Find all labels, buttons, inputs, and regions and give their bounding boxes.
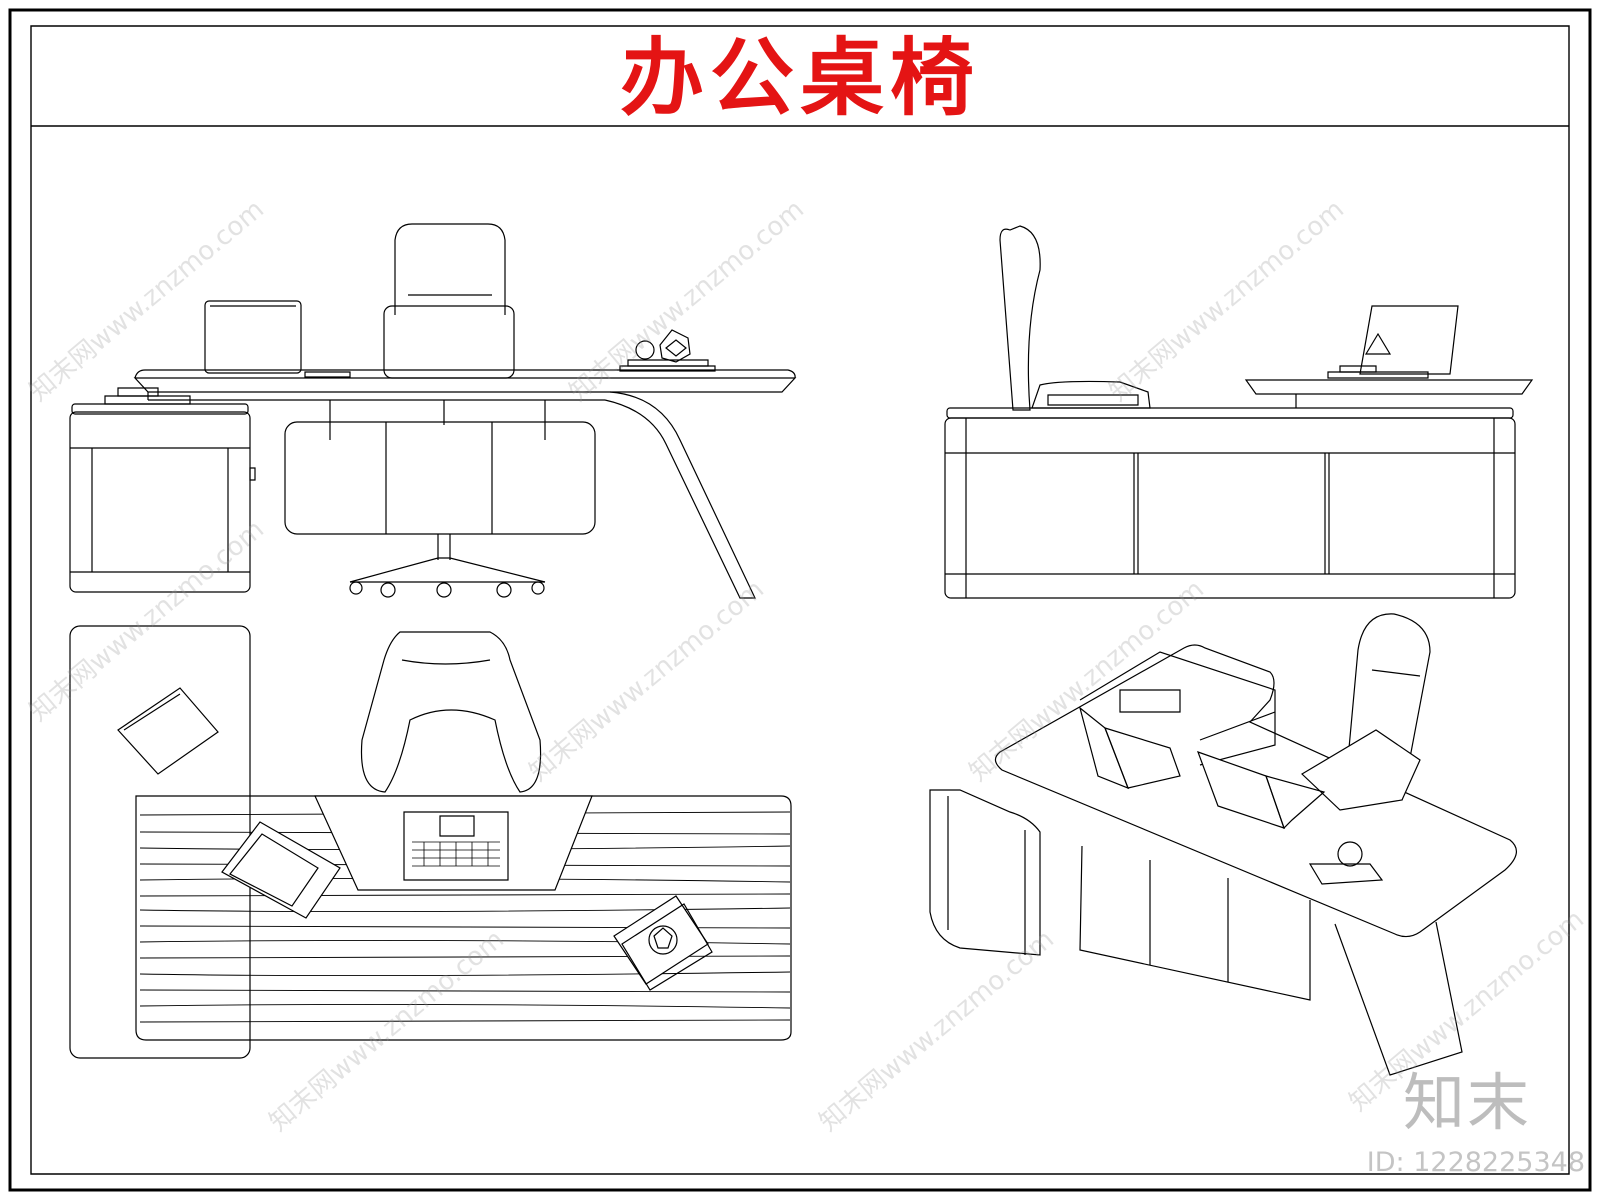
side-elevation xyxy=(945,226,1532,598)
plan-main-desk xyxy=(136,796,791,1040)
modesty-panel xyxy=(285,422,595,534)
chair-base xyxy=(350,558,545,582)
desk-leg xyxy=(605,392,755,598)
plan-return-desk xyxy=(70,626,250,1058)
chair-seat xyxy=(384,306,514,378)
side-laptop xyxy=(1360,306,1458,374)
id-label: ID: 1228225348 xyxy=(1366,1147,1585,1178)
iso-drawers xyxy=(1080,846,1310,1000)
inner-frame xyxy=(31,26,1569,1174)
decor-sphere-small xyxy=(636,341,654,359)
laptop-front xyxy=(205,301,301,373)
side-desk-top xyxy=(1246,380,1532,394)
chair-back xyxy=(395,224,505,315)
plan-center-well xyxy=(315,796,592,890)
iso-decor xyxy=(1338,842,1362,866)
iso-return xyxy=(1080,652,1275,765)
plan-view xyxy=(70,626,791,1058)
iso-magazines xyxy=(1310,864,1382,884)
desk-top xyxy=(135,378,795,392)
plan-decor xyxy=(649,926,677,954)
outer-frame xyxy=(10,10,1590,1190)
credenza xyxy=(945,418,1515,598)
iso-cabinet xyxy=(930,790,1040,955)
side-cabinet xyxy=(70,412,250,592)
drawing-title: 办公桌椅 xyxy=(619,28,980,127)
plan-chair xyxy=(361,632,540,792)
iso-chair-seat xyxy=(1302,730,1420,810)
side-chair-seat xyxy=(1032,381,1150,408)
side-chair-back xyxy=(1000,226,1040,410)
iso-books xyxy=(1120,690,1180,712)
decor-sphere-large xyxy=(660,330,690,362)
plan-laptop xyxy=(404,812,508,880)
plan-laptop-2 xyxy=(222,822,340,918)
isometric-view xyxy=(930,614,1516,1075)
plan-book xyxy=(118,688,218,774)
side-decor xyxy=(1366,334,1390,354)
iso-leg xyxy=(1335,922,1462,1075)
brand-logo: 知末 xyxy=(1403,1066,1532,1139)
front-elevation xyxy=(70,224,795,598)
